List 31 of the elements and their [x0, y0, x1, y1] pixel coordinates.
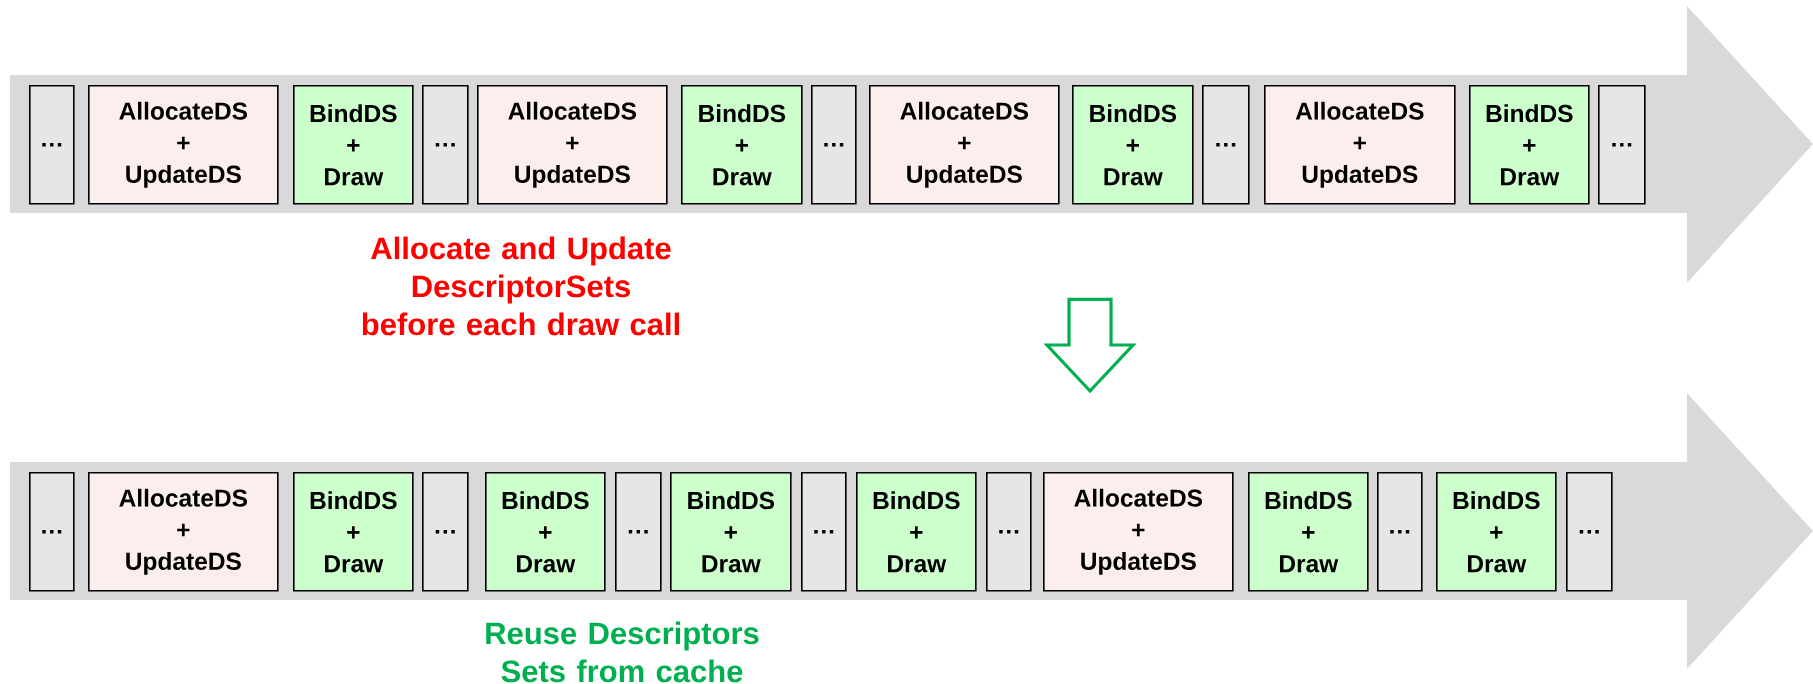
ellipsis-box: … — [1377, 472, 1423, 592]
bind-draw-box: BindDS + Draw — [670, 472, 792, 592]
hollow-arrow — [1043, 297, 1137, 394]
node-label: Allocate and Update DescriptorSets before each draw call — [362, 236, 679, 336]
bind-draw-box: BindDS + Draw — [1469, 85, 1590, 205]
bind-draw-box: BindDS + Draw — [1072, 85, 1194, 205]
allocate-box: AllocateDS + UpdateDS — [1043, 472, 1234, 592]
ellipsis-box: … — [422, 472, 469, 592]
bind-draw-box: BindDS + Draw — [1248, 472, 1369, 592]
bind-draw-box: BindDS + Draw — [293, 85, 414, 205]
allocate-box: AllocateDS + UpdateDS — [88, 472, 279, 592]
bind-draw-box: BindDS + Draw — [856, 472, 977, 592]
bind-draw-box: BindDS + Draw — [485, 472, 606, 592]
allocate-box: AllocateDS + UpdateDS — [1264, 85, 1456, 205]
ellipsis-box: … — [1202, 85, 1250, 205]
node-label: Reuse Descriptors Sets from cache — [486, 621, 759, 683]
bind-draw-box: BindDS + Draw — [293, 472, 414, 592]
ellipsis-box: … — [811, 85, 857, 205]
ellipsis-box: … — [29, 85, 75, 205]
ellipsis-box: … — [986, 472, 1032, 592]
ellipsis-box: … — [1598, 85, 1646, 205]
ellipsis-box: … — [801, 472, 847, 592]
ellipsis-box: … — [29, 472, 75, 592]
ellipsis-box: … — [422, 85, 469, 205]
allocate-box: AllocateDS + UpdateDS — [88, 85, 279, 205]
ellipsis-box: … — [615, 472, 662, 592]
ellipsis-box: … — [1566, 472, 1613, 592]
allocate-box: AllocateDS + UpdateDS — [477, 85, 668, 205]
bind-draw-box: BindDS + Draw — [681, 85, 803, 205]
bind-draw-box: BindDS + Draw — [1436, 472, 1557, 592]
allocate-box: AllocateDS + UpdateDS — [869, 85, 1060, 205]
